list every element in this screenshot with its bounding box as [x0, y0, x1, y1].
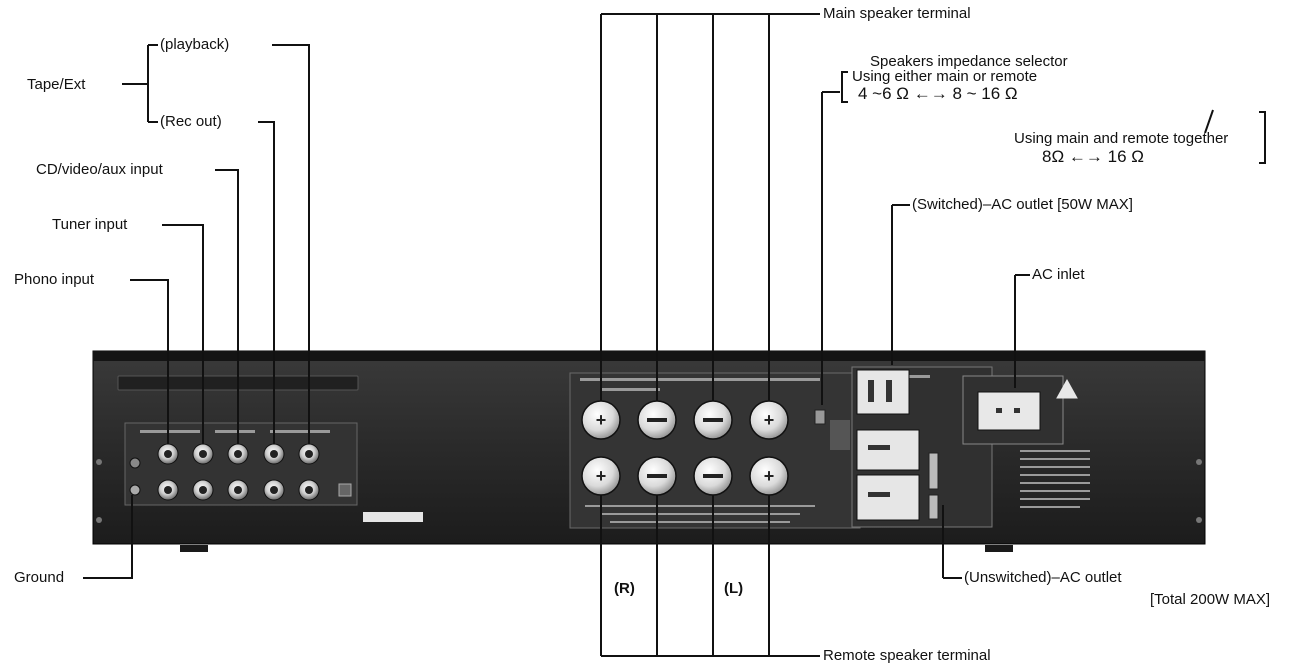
- callout-impedance-line2: Using main and remote together: [1014, 130, 1228, 148]
- callout-unswitched-max: [Total 200W MAX]: [1150, 591, 1270, 609]
- main-terminal-l-minus: [694, 401, 732, 439]
- rca-jack-cd-top: [228, 444, 248, 464]
- impedance-selector-switch: [815, 410, 825, 424]
- main-terminal-r-plus: +: [582, 401, 620, 439]
- rca-jack-tuner-top: [193, 444, 213, 464]
- remote-terminal-l-minus: [694, 457, 732, 495]
- svg-text:+: +: [596, 466, 607, 486]
- callout-tuner-input: Tuner input: [52, 216, 127, 234]
- rca-jack-play-top: [299, 444, 319, 464]
- callout-remote-speaker-terminal: Remote speaker terminal: [823, 647, 991, 665]
- amplifier-rear-panel: [93, 351, 1205, 552]
- remote-terminal-r-plus: +: [582, 457, 620, 495]
- callout-ground: Ground: [14, 569, 64, 587]
- ground-terminal: [130, 485, 140, 495]
- callout-phono-input: Phono input: [14, 271, 94, 289]
- callout-rec-out: (Rec out): [160, 113, 222, 131]
- callout-main-speaker-terminal: Main speaker terminal: [823, 5, 971, 23]
- callout-ac-inlet: AC inlet: [1032, 266, 1085, 284]
- leader-lines: [83, 14, 1265, 656]
- switched-ac-outlet: [857, 370, 909, 414]
- main-terminal-l-plus: +: [750, 401, 788, 439]
- svg-text:+: +: [596, 410, 607, 430]
- remote-terminal-l-plus: +: [750, 457, 788, 495]
- callout-unswitched-ac-outlet: (Unswitched)–AC outlet: [964, 569, 1122, 587]
- rca-jack-rec-top: [264, 444, 284, 464]
- callout-playback: (playback): [160, 36, 229, 54]
- callout-cd-video-aux: CD/video/aux input: [36, 161, 163, 179]
- callout-impedance-values2: 8Ω ←→ 16 Ω: [1042, 148, 1144, 166]
- remote-terminal-r-minus: [638, 457, 676, 495]
- rca-jack-phono-top: [158, 444, 178, 464]
- callout-speaker-right: (R): [614, 580, 635, 598]
- callout-impedance-values1: 4 ~6 Ω ←→ 8 ~ 16 Ω: [858, 85, 1018, 103]
- svg-text:+: +: [764, 466, 775, 486]
- callout-tape-ext: Tape/Ext: [27, 76, 85, 94]
- ac-inlet-socket: [978, 392, 1040, 430]
- unswitched-ac-outlet-2: [857, 475, 919, 520]
- callout-switched-ac-outlet: (Switched)–AC outlet [50W MAX]: [912, 196, 1133, 214]
- main-terminal-r-minus: [638, 401, 676, 439]
- svg-text:+: +: [764, 410, 775, 430]
- callout-speaker-left: (L): [724, 580, 743, 598]
